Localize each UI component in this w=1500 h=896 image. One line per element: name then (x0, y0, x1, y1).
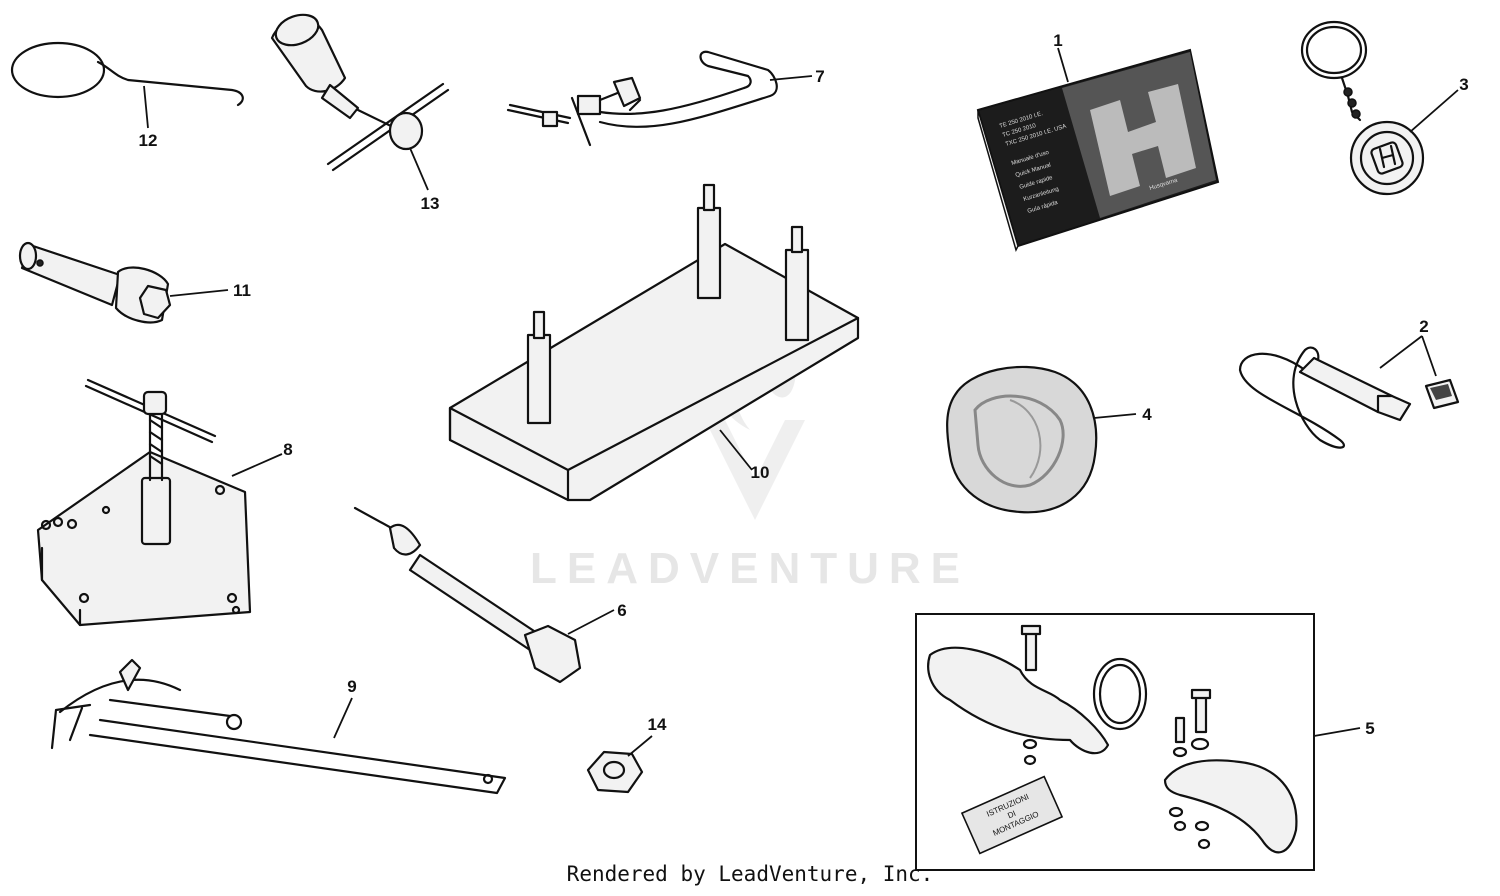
callouts: 1 2 3 4 5 6 7 8 9 10 11 12 13 14 (139, 31, 1469, 738)
callout-3: 3 (1459, 75, 1468, 94)
instruction-line-2: DI (1006, 809, 1017, 820)
callout-13: 13 (421, 194, 440, 213)
part-13-t-handle-tool[interactable] (270, 9, 450, 172)
part-1-owners-manual[interactable]: Husqvarna TE 250 2010 I.E. TC 250 2010 T… (976, 48, 1220, 253)
part-12-hook-with-ring[interactable] (10, 41, 244, 107)
part-6-puller-bolt[interactable] (353, 506, 582, 684)
part-4-cleaning-pad[interactable] (946, 365, 1098, 514)
callout-5: 5 (1365, 719, 1374, 738)
part-11-socket-wrench[interactable] (18, 241, 172, 324)
leader-lines (143, 47, 1459, 757)
callout-11: 11 (233, 281, 251, 300)
part-14-hex-nut[interactable] (586, 750, 644, 794)
callout-2: 2 (1419, 317, 1428, 336)
part-9-flywheel-holder[interactable] (50, 658, 507, 795)
callout-9: 9 (347, 677, 356, 696)
part-8-puller-plate[interactable] (36, 378, 252, 627)
callout-6: 6 (617, 601, 626, 620)
callout-7: 7 (815, 67, 824, 86)
callout-4: 4 (1142, 405, 1152, 424)
part-5-handguard-kit[interactable]: ISTRUZIONI DI MONTAGGIO (915, 613, 1315, 871)
part-10-stand-plate[interactable] (448, 183, 860, 502)
callout-1: 1 (1053, 31, 1062, 50)
callout-12: 12 (139, 131, 158, 150)
part-7-clamp-tool[interactable] (506, 50, 778, 147)
watermark-text: LEADVENTURE (530, 544, 970, 593)
part-2-usb-stick[interactable] (1238, 346, 1460, 449)
callout-10: 10 (751, 463, 770, 482)
callout-8: 8 (283, 440, 292, 459)
part-3-key-ring[interactable] (1300, 20, 1425, 196)
credit-text: Rendered by LeadVenture, Inc. (566, 862, 934, 886)
callout-14: 14 (648, 715, 667, 734)
